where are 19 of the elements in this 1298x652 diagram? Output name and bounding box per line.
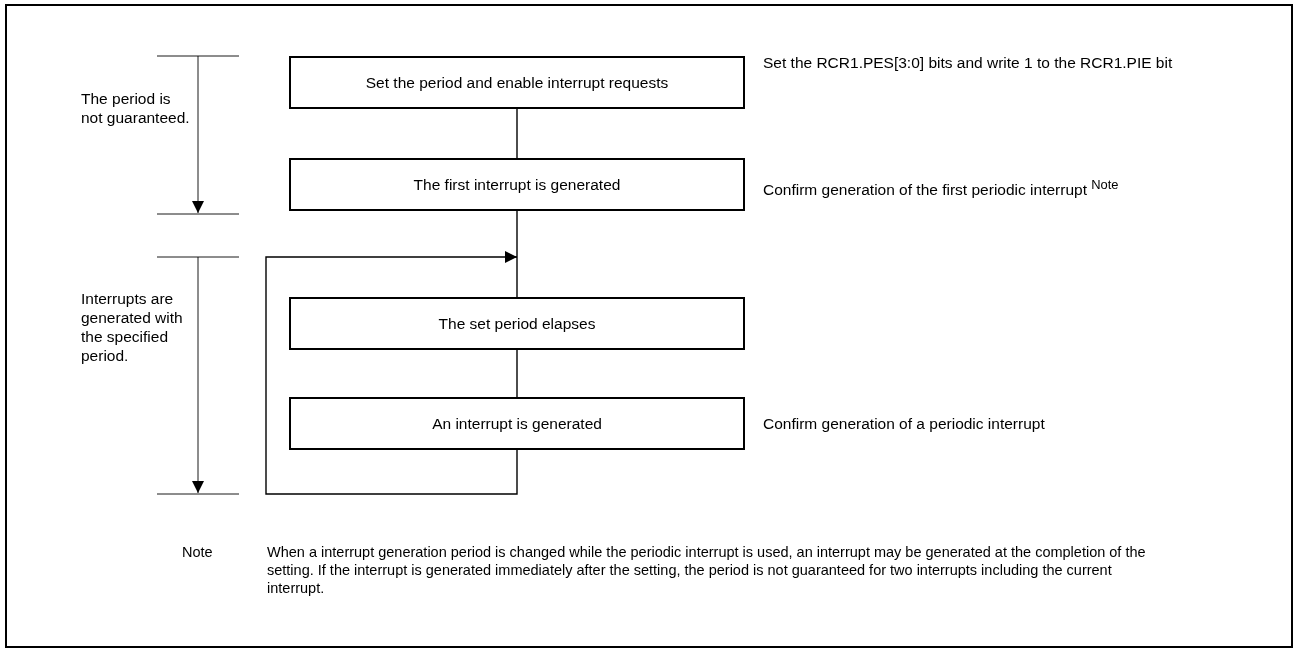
range-label: The period is not guaranteed. (81, 89, 191, 127)
step-text: Set the period and enable interrupt requests (365, 73, 669, 92)
annotation-text: Confirm generation of a periodic interrupt (763, 413, 1046, 433)
step-text: The set period elapses (438, 314, 596, 333)
annotation-text: Confirm generation of the first periodic interrupt $^{Note}$ (763, 175, 1120, 199)
process-box (289, 297, 745, 350)
connector-line (516, 349, 518, 398)
process-box (289, 56, 745, 109)
connector-line (516, 108, 518, 159)
annotation-text: Set the RCR1.PES[3:0] bits and write 1 to the RCR1.PIE bit (763, 53, 1174, 72)
step-text: An interrupt is generated (432, 414, 602, 433)
process-box (289, 397, 745, 450)
step-text: The first interrupt is generated (413, 175, 621, 194)
note-text: When a interrupt generation period is changed while the periodic interrupt is used, an interrupt may be generated at the completion of the setting. If the interrupt is generated immediately after the setting, the period is not guaranteed for two interrupts including the current interrupt. (267, 543, 1147, 597)
range-label: Interrupts are generated with the specified period. (81, 289, 184, 365)
process-box (289, 158, 745, 211)
connector-line (265, 251, 518, 495)
note-label: Note (182, 543, 214, 561)
connector-line (516, 210, 518, 298)
